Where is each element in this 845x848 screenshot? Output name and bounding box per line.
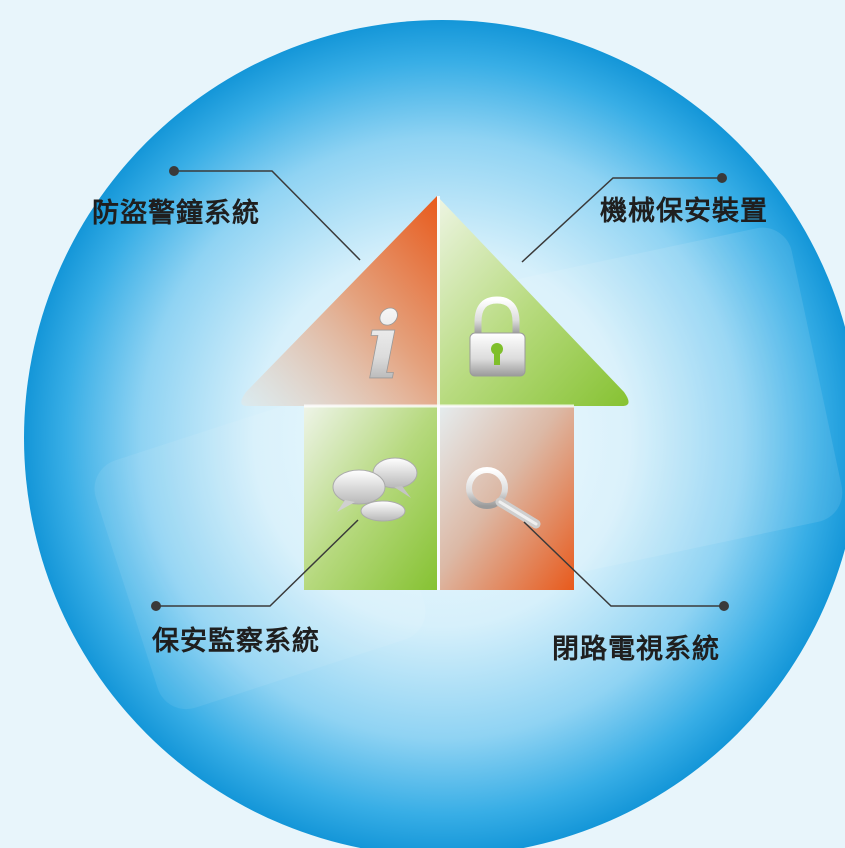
label-security-patrol-system: 保安監察系統 — [152, 626, 320, 657]
body-right-panel — [440, 406, 574, 590]
connector-dot — [719, 601, 729, 611]
label-burglar-alarm-system: 防盜警鐘系統 — [92, 198, 260, 229]
info-icon: i — [367, 292, 402, 400]
connector-dot — [169, 166, 179, 176]
connector-dot — [717, 173, 727, 183]
speech-bubbles-icon — [332, 457, 418, 522]
connector-top-right — [521, 177, 720, 263]
label-mechanical-security-device: 機械保安裝置 — [600, 196, 768, 227]
magnifier-icon — [466, 467, 541, 529]
connector-top-left — [176, 170, 361, 261]
connector-bottom-right — [523, 521, 722, 607]
padlock-icon — [469, 296, 526, 377]
roof-left-panel — [241, 196, 437, 406]
connector-lines — [158, 170, 722, 607]
connector-bottom-left — [158, 519, 359, 607]
label-cctv-system: 閉路電視系統 — [552, 634, 720, 665]
connector-dot — [151, 601, 161, 611]
decor-panel — [497, 227, 843, 573]
